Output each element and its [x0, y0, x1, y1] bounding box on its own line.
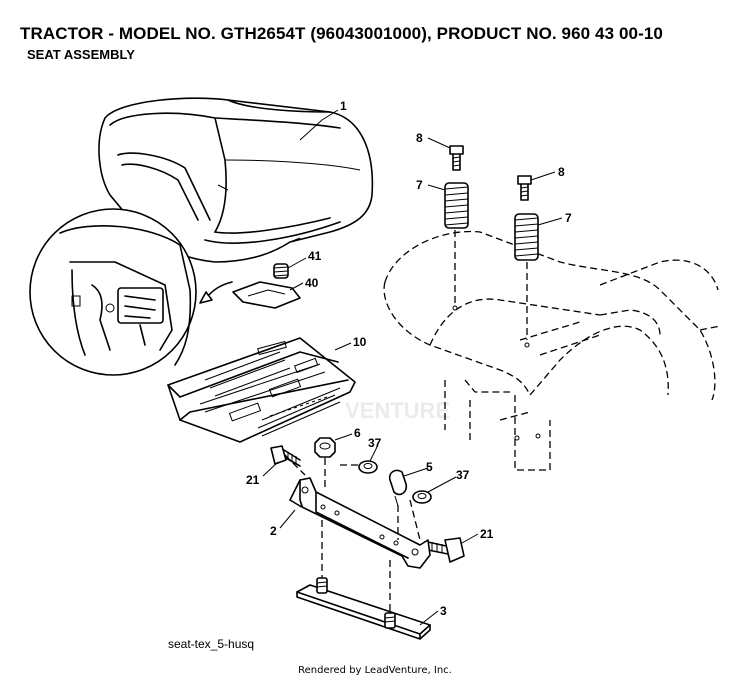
callout-3: 3	[440, 604, 447, 618]
callout-21-left: 21	[246, 473, 260, 487]
detail-zoom-circle	[29, 208, 197, 376]
callout-40: 40	[305, 276, 319, 290]
alignment-lines	[284, 454, 421, 612]
plate-part-3	[296, 577, 431, 640]
callout-10: 10	[353, 335, 367, 349]
spring-part-7-right	[514, 213, 539, 261]
spring-part-7-left	[444, 182, 469, 229]
page-title: TRACTOR - MODEL NO. GTH2654T (9604300100…	[20, 24, 663, 43]
clip-part-5	[388, 469, 408, 507]
callout-8-right: 8	[558, 165, 565, 179]
callout-7-left: 7	[416, 178, 423, 192]
tractor-fender-outline	[383, 230, 721, 471]
callout-6: 6	[354, 426, 361, 440]
page-subtitle: SEAT ASSEMBLY	[27, 47, 135, 62]
callout-1: 1	[340, 99, 347, 113]
bolt-part-8-left	[449, 145, 464, 171]
callout-37-right: 37	[456, 468, 470, 482]
callout-7-right: 7	[565, 211, 572, 225]
nut-part-6	[314, 437, 336, 458]
callout-21-right: 21	[480, 527, 494, 541]
detail-arrow-head	[199, 291, 213, 304]
bolt-part-21-right	[427, 537, 465, 563]
switch-part-40	[232, 281, 301, 309]
spring-part-41	[273, 263, 289, 279]
nut-part-37-right	[412, 490, 432, 504]
seat-pan-part-10	[167, 337, 356, 443]
diagram-reference-code: seat-tex_5-husq	[168, 637, 255, 651]
watermark-text: VENTURE	[345, 398, 450, 423]
callout-2: 2	[270, 524, 277, 538]
callout-37-left: 37	[368, 436, 382, 450]
bolt-part-21-left	[270, 445, 301, 467]
bracket-part-2	[289, 477, 431, 569]
seat-part-1	[98, 97, 374, 263]
nut-part-37-left	[358, 460, 378, 474]
callout-5: 5	[426, 460, 433, 474]
detail-arrow	[205, 281, 233, 299]
bolt-part-8-right	[517, 175, 532, 201]
callout-41: 41	[308, 249, 322, 263]
render-credit: Rendered by LeadVenture, Inc.	[298, 665, 452, 676]
callout-8-left: 8	[416, 131, 423, 145]
leader-lines	[262, 109, 563, 626]
